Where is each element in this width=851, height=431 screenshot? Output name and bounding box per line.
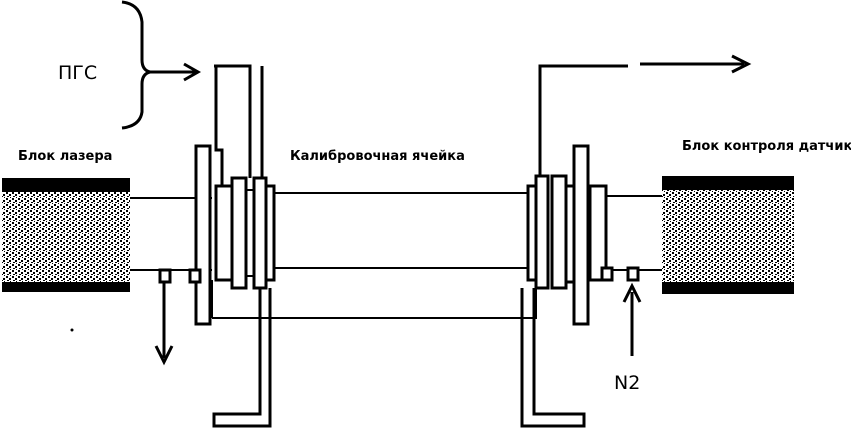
pgs-inlet-arrow	[150, 62, 202, 82]
calibration-cell-label: Калибровочная ячейка	[290, 149, 465, 164]
pgs-label: ПГС	[58, 62, 97, 84]
calibration-cell-body	[274, 192, 528, 269]
n2-inlet-port	[600, 266, 642, 356]
laser-block	[2, 178, 130, 292]
speck	[70, 328, 74, 332]
left-flange	[194, 144, 276, 326]
pgs-brace	[121, 0, 151, 130]
bottom-connector	[211, 280, 537, 319]
laser-block-label: Блок лазера	[18, 149, 112, 164]
left-stand	[212, 288, 272, 428]
right-flange	[526, 144, 608, 326]
left-drain-port	[154, 268, 202, 366]
n2-label: N2	[614, 372, 640, 394]
sensor-control-block	[662, 176, 794, 294]
right-stand	[520, 288, 586, 428]
pgs-feed-pipe	[214, 64, 264, 186]
sensor-control-block-label: Блок контроля датчика	[682, 139, 851, 154]
outlet-pipe	[538, 54, 752, 176]
